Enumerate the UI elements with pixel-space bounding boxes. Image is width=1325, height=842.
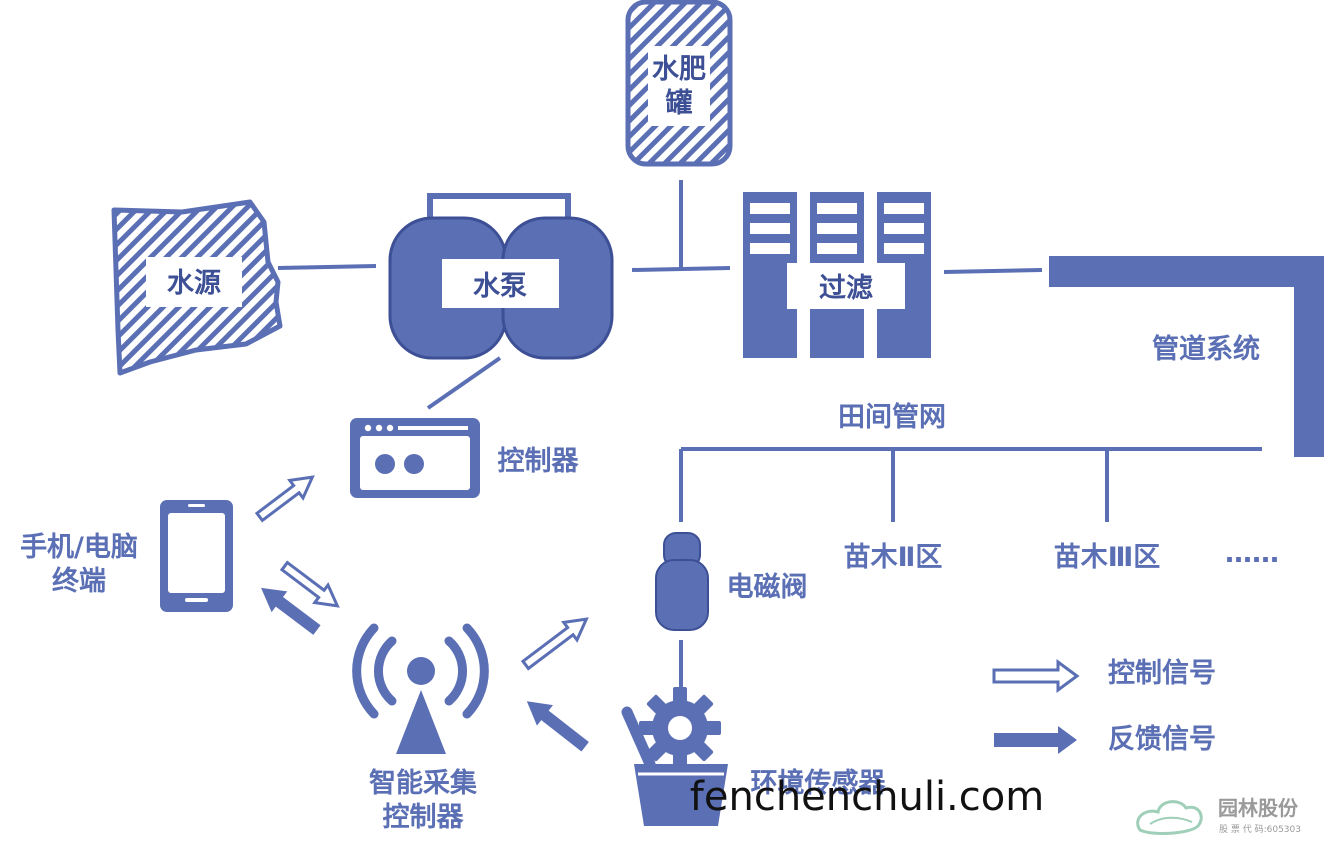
- control-arrow-terminal-collector: [279, 560, 340, 608]
- pipe-system-label: 管道系统: [1152, 333, 1260, 365]
- phone-icon: [160, 500, 233, 612]
- collector-label-1: 智能采集: [369, 767, 478, 799]
- solenoid-valve-icon: [655, 532, 709, 631]
- collector-label-2: 控制器: [383, 802, 465, 833]
- zone-2-label: 苗木Ⅱ区: [844, 542, 943, 573]
- legend-control-label: 控制信号: [1108, 658, 1216, 689]
- line-pump-controller: [426, 356, 502, 410]
- filter-label: 过滤: [819, 273, 873, 304]
- connection-lines: [277, 180, 1262, 696]
- zone-3-label: 苗木Ⅲ区: [1054, 542, 1161, 573]
- logo-stock-code: 股 票 代 码:605303: [1219, 824, 1301, 835]
- company-logo: 园林股份 股 票 代 码:605303: [1136, 796, 1301, 835]
- controller-label: 控制器: [498, 446, 580, 477]
- feedback-arrow-sensor-collector: [526, 701, 589, 752]
- terminal-label-1: 手机/电脑: [20, 532, 138, 563]
- fertilizer-tank-label-2: 罐: [666, 87, 693, 119]
- signal-arrows: [254, 475, 589, 752]
- field-network-label: 田间管网: [838, 402, 946, 433]
- line-source-pump: [277, 264, 377, 270]
- feedback-arrow-collector-terminal: [261, 587, 321, 635]
- filter-shape: 过滤: [743, 192, 931, 358]
- env-sensor-label: 环境传感器: [751, 767, 887, 799]
- controller-icon: [350, 418, 480, 498]
- control-arrow-terminal-controller: [254, 475, 315, 523]
- zone-ellipsis: ……: [1225, 538, 1279, 569]
- watermark-text: fenchenchuli.com: [690, 774, 1044, 820]
- logo-name: 园林股份: [1218, 796, 1299, 820]
- legend-feedback-label: 反馈信号: [1108, 724, 1216, 755]
- legend-control-arrow: [992, 659, 1080, 693]
- solenoid-valve-label: 电磁阀: [727, 572, 808, 603]
- water-pump-shape: 水泵: [388, 193, 614, 360]
- pipe-system-shape: [1049, 256, 1324, 457]
- terminal-label-2: 终端: [52, 565, 106, 597]
- legend-feedback-arrow: [994, 726, 1077, 754]
- fertilizer-tank-shape: 水肥 罐: [625, 0, 733, 167]
- legend: 控制信号 反馈信号: [992, 658, 1216, 755]
- antenna-icon: [352, 623, 489, 754]
- sensor-icon: [621, 687, 728, 826]
- water-source-label: 水源: [167, 268, 221, 299]
- water-source-shape: 水源: [111, 199, 283, 376]
- fertilizer-tank-label-1: 水肥: [652, 54, 706, 85]
- line-filter-pipe: [943, 268, 1043, 274]
- control-arrow-collector-valve: [520, 617, 589, 671]
- water-pump-label: 水泵: [473, 271, 527, 302]
